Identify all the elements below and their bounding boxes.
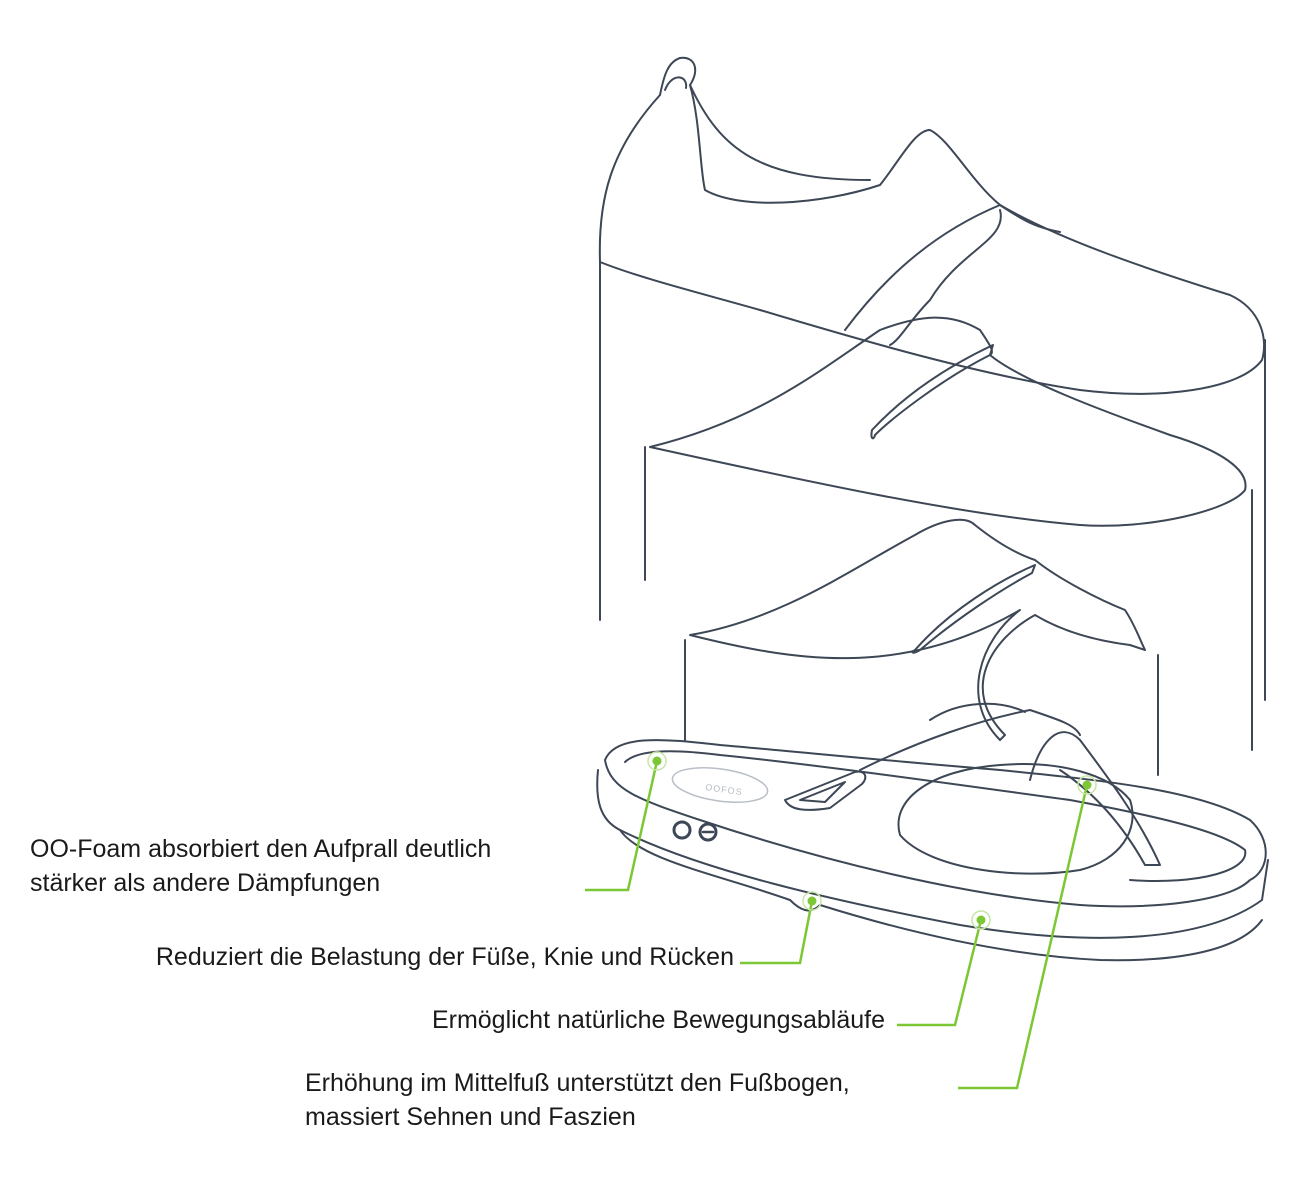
callout-label-1-line1: OO-Foam absorbiert den Aufprall deutlich [30,835,492,863]
callout-marker-4 [1077,775,1097,795]
callout-leaders [585,760,1089,1090]
sandal-sole: OOFOS [596,702,1269,962]
callout-label-4: Erhöhung im Mittelfuß unterstützt den Fu… [305,1066,850,1134]
middle-layer [644,316,1253,751]
logo-text: OOFOS [705,782,744,797]
callout-label-3: Ermöglicht natürliche Bewegungsabläufe [431,1006,885,1034]
callout-leader-1 [585,760,659,892]
callout-label-4-line1: Erhöhung im Mittelfuß unterstützt den Fu… [305,1069,850,1097]
upper-shoe-layer [598,56,1266,701]
callout-label-1: OO-Foam absorbiert den Aufprall deutlich… [30,832,491,900]
callout-marker-3 [971,910,991,930]
callout-leader-2 [740,900,814,965]
callout-markers [647,751,1097,930]
callout-leader-4 [958,784,1089,1090]
callout-marker-2 [802,891,822,911]
callout-label-1-line2: stärker als andere Dämpfungen [30,869,381,897]
callout-marker-1 [647,751,667,771]
callout-label-4-line2: massiert Sehnen und Faszien [305,1103,636,1131]
callout-leader-3 [897,919,983,1027]
strap-layer [684,518,1159,776]
callout-label-2: Reduziert die Belastung der Füße, Knie u… [155,943,734,971]
